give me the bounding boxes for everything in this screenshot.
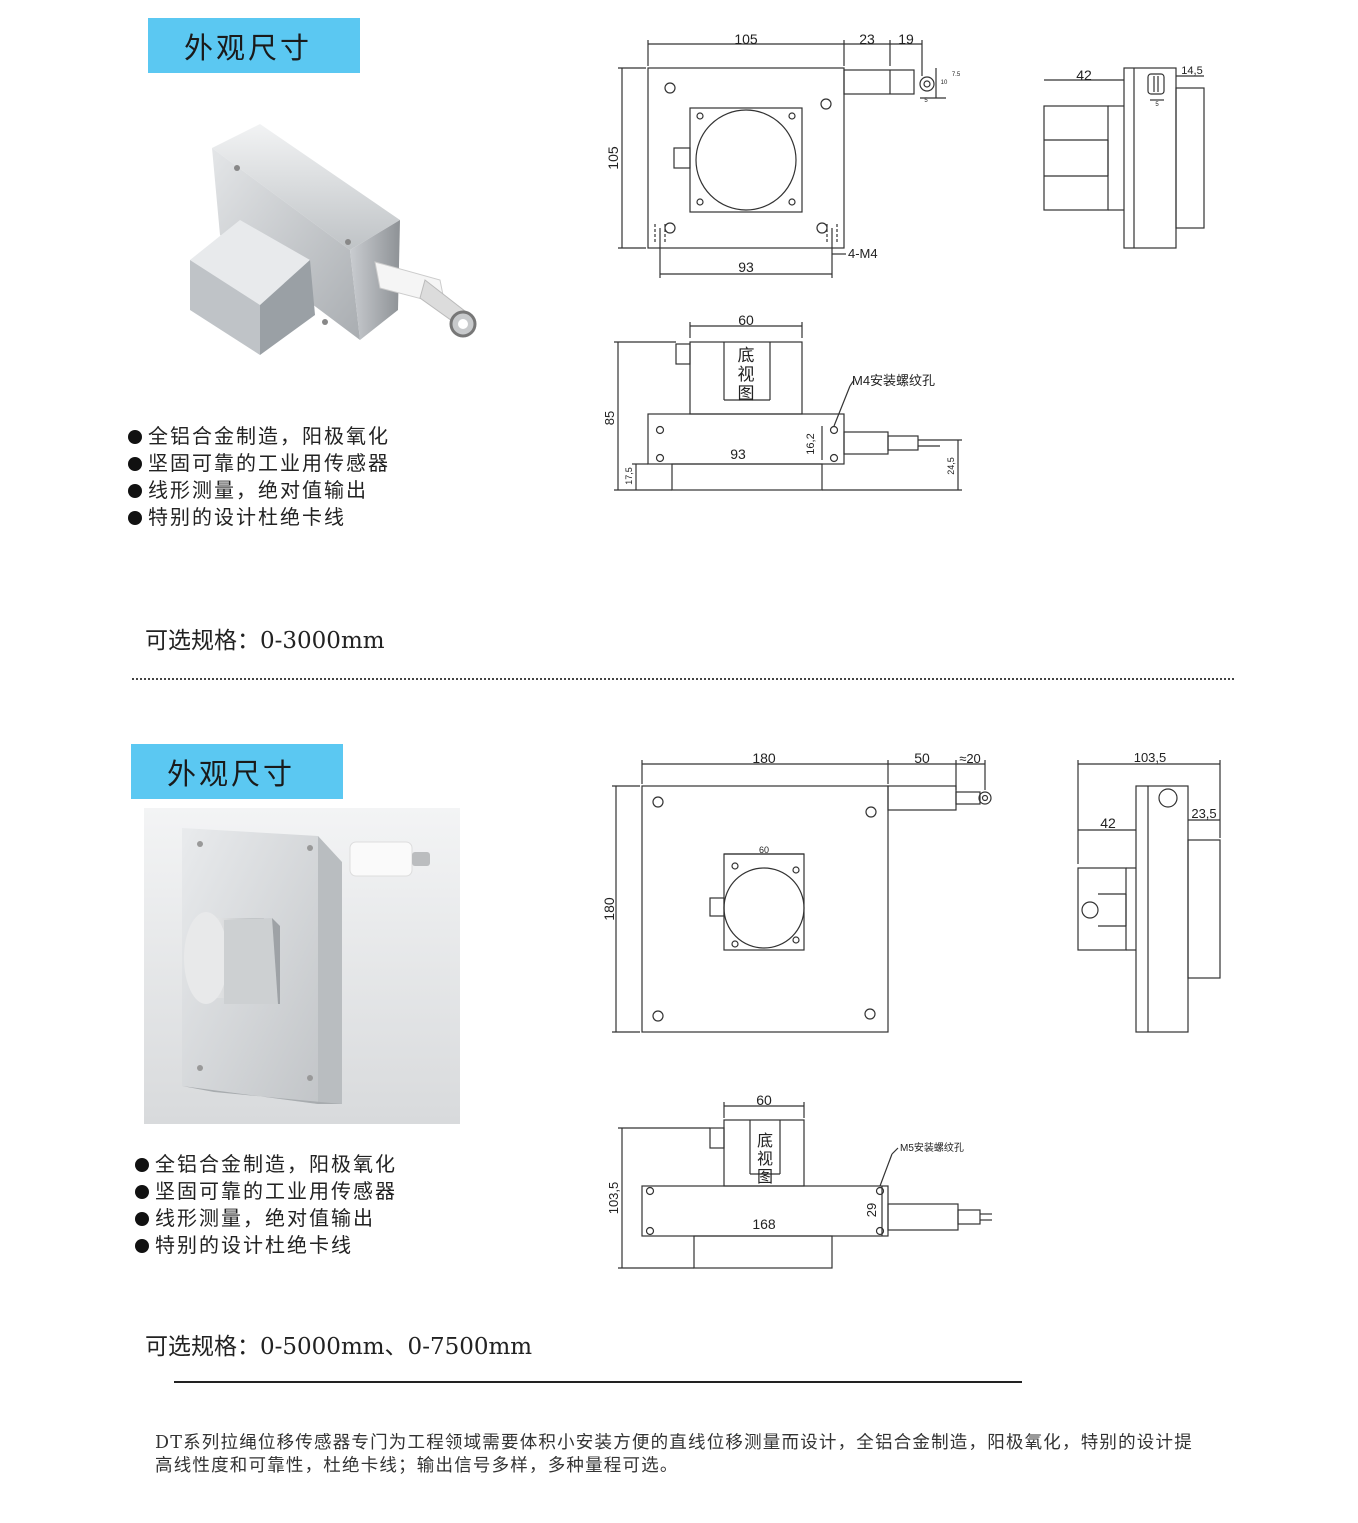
bottom-view-label: 底 bbox=[738, 346, 755, 366]
section1-spec: 可选规格：0-3000mm bbox=[145, 628, 385, 654]
feature-item: 特别的设计杜绝卡线 bbox=[128, 504, 390, 531]
feature-item: 全铝合金制造，阳极氧化 bbox=[135, 1151, 397, 1178]
section2-side-drawing: 103,5 42 23,5 bbox=[1077, 750, 1221, 1033]
bullet-icon bbox=[128, 511, 142, 525]
dim-s2: 10 bbox=[941, 80, 948, 86]
bottom-view-label: 视 bbox=[757, 1149, 773, 1168]
product-photo-large bbox=[144, 808, 460, 1124]
bullet-icon bbox=[135, 1158, 149, 1172]
dim-s: 5 bbox=[1155, 102, 1159, 108]
dim-ext1: 23 bbox=[859, 31, 875, 47]
dim-hole-distance: 16,2 bbox=[805, 433, 817, 454]
bullet-icon bbox=[128, 457, 142, 471]
dim-width: 60 bbox=[756, 1092, 772, 1108]
bottom-view-label: 图 bbox=[757, 1167, 773, 1186]
dim-ext2: ≈20 bbox=[959, 751, 981, 766]
dim-depth: 42 bbox=[1076, 67, 1092, 83]
dim-cable: 24,5 bbox=[946, 457, 956, 475]
dim-inner: 60 bbox=[759, 845, 769, 855]
dim-width: 60 bbox=[738, 312, 754, 328]
bullet-icon bbox=[128, 484, 142, 498]
section1-bottom-drawing: 60 底 视 图 M4安装螺纹孔 85 93 16,2 17,5 24,5 bbox=[602, 312, 962, 491]
product-description: DT系列拉绳位移传感器专门为工程领域需要体积小安装方便的直线位移测量而设计，全铝… bbox=[155, 1433, 1193, 1476]
product-photo-small bbox=[190, 124, 477, 355]
description-divider bbox=[174, 1381, 1022, 1383]
dim-s3: 7.5 bbox=[952, 72, 961, 78]
feature-item: 全铝合金制造，阳极氧化 bbox=[128, 423, 390, 450]
dim-hole-distance: 29 bbox=[864, 1203, 879, 1217]
dim-width: 180 bbox=[752, 750, 776, 766]
section1-feature-list: 全铝合金制造，阳极氧化 坚固可靠的工业用传感器 线形测量，绝对值输出 特别的设计… bbox=[128, 423, 390, 531]
dim-s1: 5 bbox=[924, 98, 928, 104]
section2-title-tag: 外观尺寸 bbox=[131, 744, 343, 799]
dim-base: 17,5 bbox=[624, 467, 634, 485]
section1-side-drawing: 42 14,5 5 bbox=[1043, 65, 1205, 249]
section2-bottom-drawing: 60 底 视 图 M5安装螺纹孔 103,5 168 29 bbox=[606, 1092, 992, 1269]
dim-ext1: 50 bbox=[914, 750, 930, 766]
dim-height: 180 bbox=[601, 897, 617, 921]
dim-height: 85 bbox=[602, 411, 617, 425]
feature-item: 坚固可靠的工业用传感器 bbox=[128, 450, 390, 477]
dim-holes: 168 bbox=[752, 1216, 776, 1232]
bullet-icon bbox=[135, 1212, 149, 1226]
feature-item: 线形测量，绝对值输出 bbox=[135, 1205, 397, 1232]
bottom-view-label: 图 bbox=[738, 384, 755, 404]
feature-item: 特别的设计杜绝卡线 bbox=[135, 1232, 397, 1259]
section2-front-drawing: 180 50 ≈20 180 60 bbox=[601, 750, 992, 1033]
dim-screw: 4-M4 bbox=[848, 246, 878, 261]
dim-height: 105 bbox=[605, 146, 621, 170]
dim-ext2: 19 bbox=[898, 31, 914, 47]
section1-title-tag: 外观尺寸 bbox=[148, 18, 360, 73]
feature-item: 坚固可靠的工业用传感器 bbox=[135, 1178, 397, 1205]
bullet-icon bbox=[135, 1239, 149, 1253]
dim-height: 103,5 bbox=[606, 1182, 621, 1215]
section1-front-drawing: 105 23 19 105 93 4-M4 5 10 7.5 bbox=[605, 31, 961, 278]
screw-hole-label: M4安装螺纹孔 bbox=[852, 373, 935, 388]
dim-thickness: 14,5 bbox=[1181, 65, 1202, 77]
bottom-view-label: 视 bbox=[738, 365, 755, 385]
feature-item: 线形测量，绝对值输出 bbox=[128, 477, 390, 504]
bullet-icon bbox=[128, 430, 142, 444]
dim-depth: 42 bbox=[1100, 815, 1116, 831]
bullet-icon bbox=[135, 1185, 149, 1199]
dim-holes: 93 bbox=[738, 259, 754, 275]
bottom-view-label: 底 bbox=[757, 1131, 773, 1150]
dim-thickness: 23,5 bbox=[1191, 806, 1216, 821]
section2-spec: 可选规格：0-5000mm、0-7500mm bbox=[145, 1334, 533, 1360]
screw-hole-label: M5安装螺纹孔 bbox=[900, 1141, 964, 1154]
dim-holes: 93 bbox=[730, 446, 746, 462]
section-separator bbox=[132, 678, 1234, 680]
dim-width: 105 bbox=[734, 31, 758, 47]
section2-feature-list: 全铝合金制造，阳极氧化 坚固可靠的工业用传感器 线形测量，绝对值输出 特别的设计… bbox=[135, 1151, 397, 1259]
dim-total: 103,5 bbox=[1134, 750, 1167, 765]
